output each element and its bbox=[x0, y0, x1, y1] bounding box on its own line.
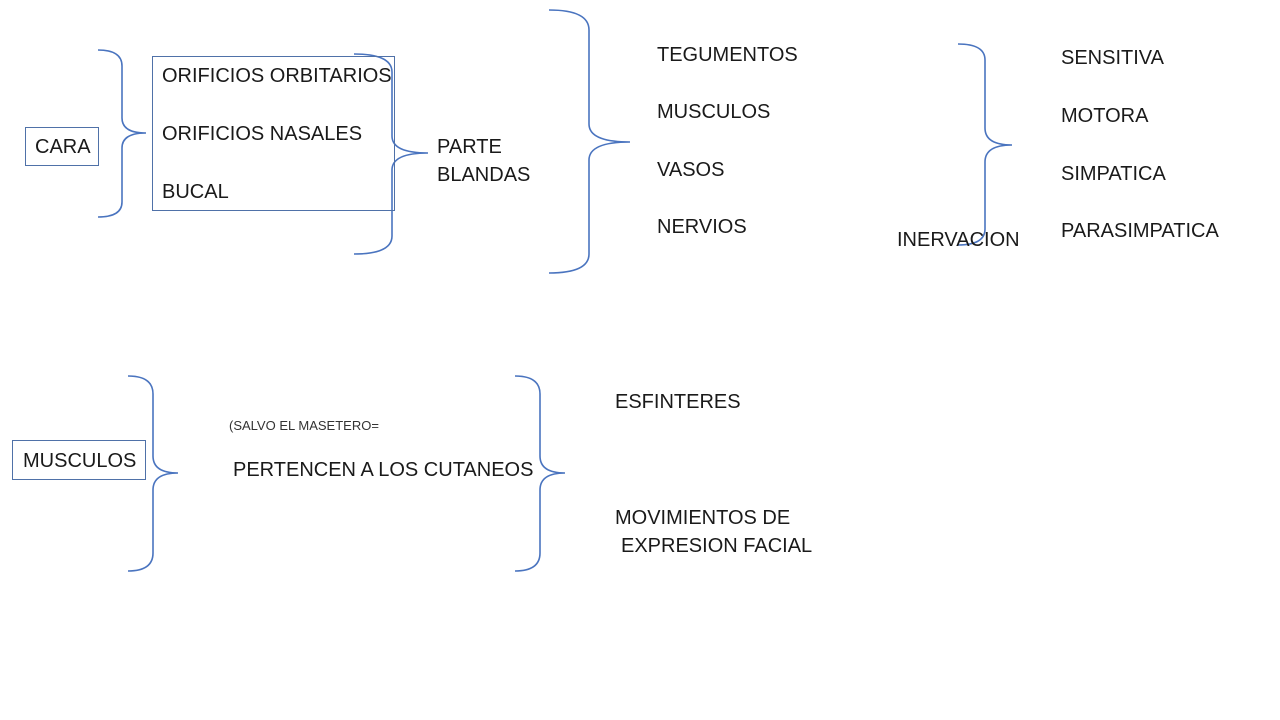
componente-tegumentos: TEGUMENTOS bbox=[657, 44, 798, 66]
componente-musculos: MUSCULOS bbox=[657, 101, 771, 123]
pertenencia-cutaneos: PERTENCEN A LOS CUTANEOS bbox=[233, 459, 534, 481]
brace-partes-blandas-componentes bbox=[548, 9, 631, 274]
partes-blandas-line2: BLANDAS bbox=[437, 164, 531, 186]
funcion-movimientos: MOVIMIENTOS DE bbox=[615, 507, 791, 529]
componente-vasos: VASOS bbox=[657, 159, 725, 181]
brace-inervacion-tipos bbox=[957, 43, 1013, 246]
inervacion-parasimpatica: PARASIMPATICA bbox=[1061, 220, 1219, 242]
cara-box: CARA bbox=[25, 127, 99, 166]
inervacion-simpatica: SIMPATICA bbox=[1061, 163, 1166, 185]
funcion-esfinteres: ESFINTERES bbox=[615, 391, 741, 413]
nota-masetero: (SALVO EL MASETERO= bbox=[229, 418, 379, 433]
orificio-nasales: ORIFICIOS NASALES bbox=[162, 123, 363, 145]
orificios-box bbox=[152, 56, 395, 211]
inervacion-motora: MOTORA bbox=[1061, 105, 1149, 127]
inervacion-sensitiva: SENSITIVA bbox=[1061, 47, 1164, 69]
orificio-bucal: BUCAL bbox=[162, 181, 229, 203]
musculos-label: MUSCULOS bbox=[23, 450, 137, 472]
partes-blandas-line1: PARTE bbox=[437, 136, 502, 158]
orificio-orbitarios: ORIFICIOS ORBITARIOS bbox=[162, 65, 392, 87]
funcion-expresion: EXPRESION FACIAL bbox=[621, 535, 813, 557]
musculos-box: MUSCULOS bbox=[12, 440, 146, 480]
inervacion-label: INERVACION bbox=[897, 229, 1020, 251]
cara-label: CARA bbox=[35, 136, 91, 158]
componente-nervios: NERVIOS bbox=[657, 216, 747, 238]
brace-cara-orificios bbox=[97, 49, 147, 218]
